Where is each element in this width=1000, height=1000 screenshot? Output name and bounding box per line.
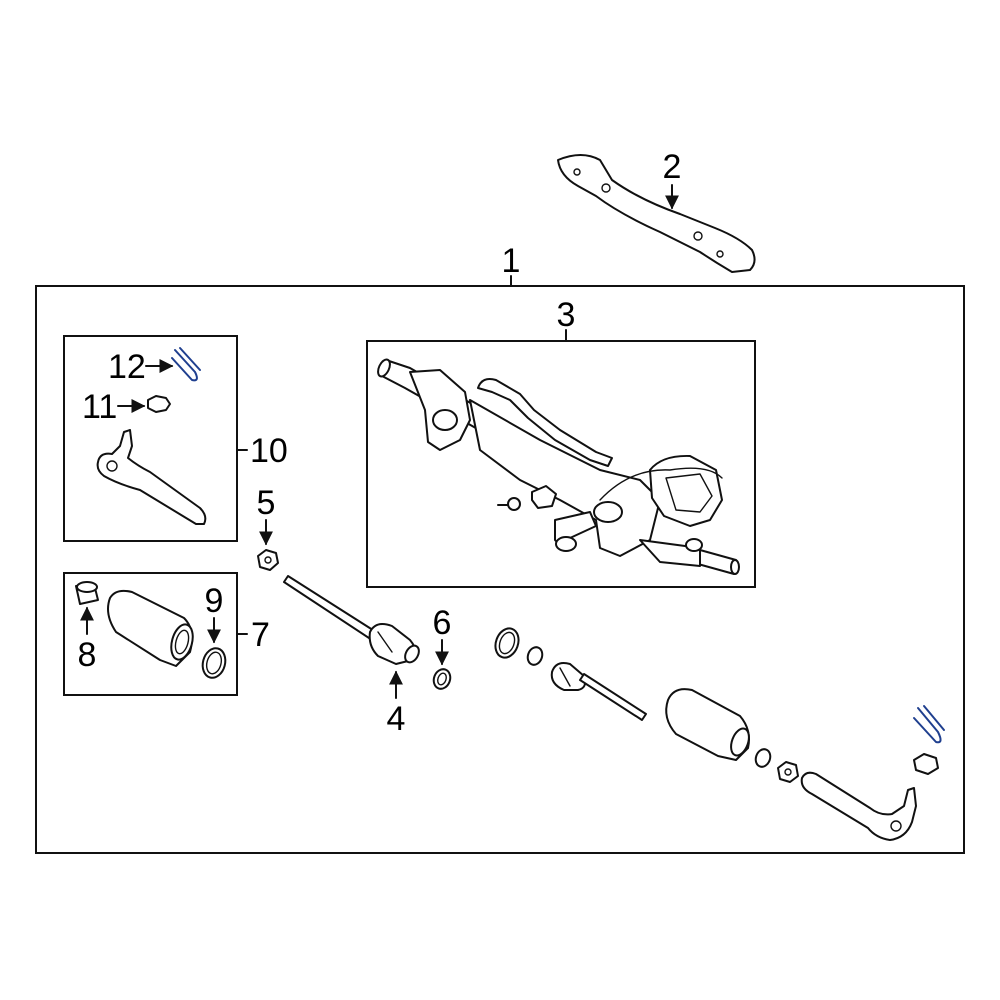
callout-11-label[interactable]: 11 xyxy=(82,388,117,426)
nut-5[interactable] xyxy=(257,549,279,571)
bushing-8[interactable] xyxy=(75,581,99,605)
callout-1-label[interactable]: 1 xyxy=(502,242,521,280)
right-outer-tie-rod[interactable] xyxy=(800,771,917,841)
assembly-frame xyxy=(35,285,965,854)
callout-3-label[interactable]: 3 xyxy=(557,296,576,334)
outer-tie-rod-box xyxy=(63,335,238,542)
outer-tie-rod-part[interactable] xyxy=(96,429,207,525)
callout-9-label[interactable]: 9 xyxy=(205,582,224,620)
right-jam-nut[interactable] xyxy=(777,761,799,783)
callout-7-label[interactable]: 7 xyxy=(251,616,270,654)
nut-11[interactable] xyxy=(147,395,171,413)
ring-9[interactable] xyxy=(199,646,228,681)
right-nut[interactable] xyxy=(913,753,939,775)
right-cotter-pin[interactable] xyxy=(913,705,945,744)
right-inner-tie-rod[interactable] xyxy=(550,662,647,721)
right-ring-small[interactable] xyxy=(525,645,544,667)
callout-12-label[interactable]: 12 xyxy=(108,348,146,386)
callout-8-label[interactable]: 8 xyxy=(78,636,97,674)
steering-gear-part[interactable] xyxy=(376,358,740,575)
callout-10-label[interactable]: 10 xyxy=(250,432,288,470)
callout-6-label[interactable]: 6 xyxy=(433,604,452,642)
washer-6[interactable] xyxy=(431,667,453,691)
right-ring-large[interactable] xyxy=(492,625,523,661)
callout-2-label[interactable]: 2 xyxy=(663,148,682,186)
callout-4-label[interactable]: 4 xyxy=(387,700,406,738)
inner-tie-rod-4[interactable] xyxy=(283,575,422,665)
cotter-pin-12[interactable] xyxy=(171,347,201,382)
steering-gear-box xyxy=(366,340,756,588)
callout-5-label[interactable]: 5 xyxy=(257,484,276,522)
bracket-part[interactable] xyxy=(557,154,756,273)
right-boot[interactable] xyxy=(665,688,752,761)
right-bushing[interactable] xyxy=(753,747,772,769)
boot-part[interactable] xyxy=(107,589,196,667)
